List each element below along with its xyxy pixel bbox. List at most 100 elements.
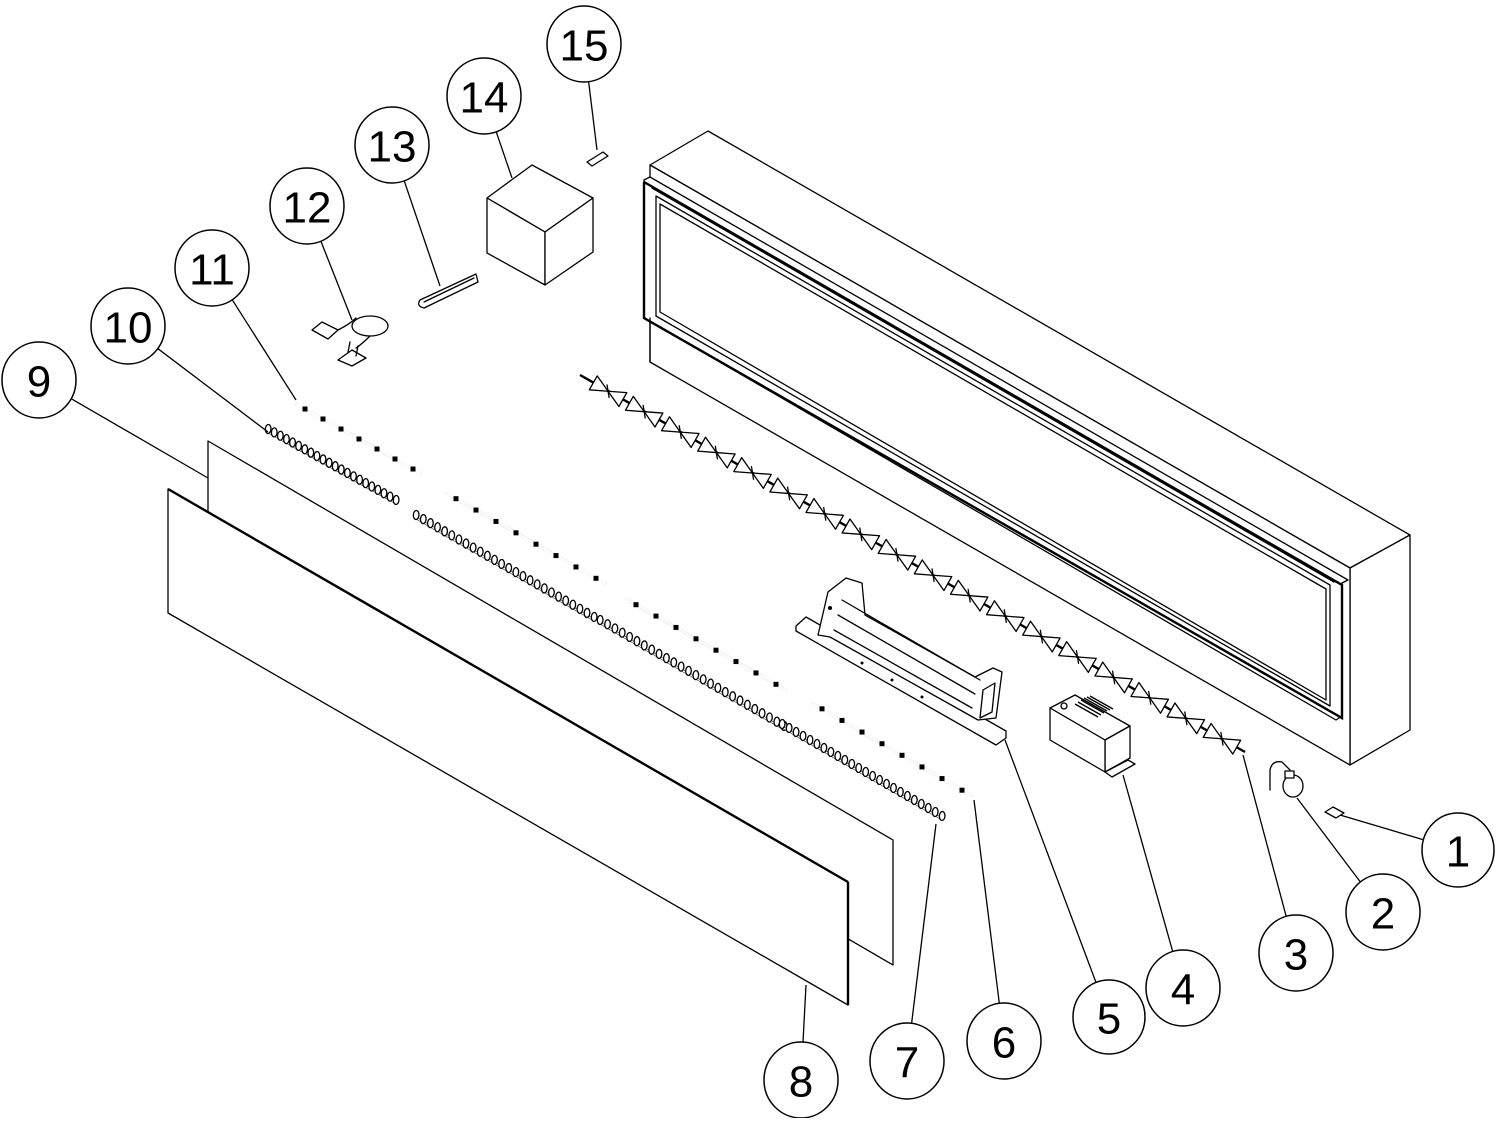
leader-line xyxy=(320,241,353,321)
callout-11: 11 xyxy=(174,229,297,401)
control-box xyxy=(1049,694,1136,778)
led-bulb xyxy=(462,538,470,549)
callout-14: 14 xyxy=(446,57,522,179)
led-chip xyxy=(939,776,945,782)
led-bulb xyxy=(590,611,598,623)
led-bulb xyxy=(869,770,877,782)
led-bulb xyxy=(362,477,370,489)
leader-line xyxy=(157,348,269,433)
led-bulb xyxy=(626,631,634,643)
led-bulb xyxy=(313,450,321,462)
led-bulb xyxy=(319,454,327,465)
callout-circle xyxy=(354,106,430,184)
led-bulb xyxy=(476,546,484,557)
led-chip xyxy=(573,564,579,570)
led-bulb xyxy=(855,762,863,774)
led-bulb xyxy=(813,738,821,750)
callout-circle xyxy=(869,1022,945,1100)
led-bulb xyxy=(890,782,897,794)
led-bulb xyxy=(765,712,773,723)
led-chip xyxy=(453,496,459,502)
callout-circle xyxy=(446,57,522,135)
heater-screw xyxy=(890,678,894,682)
callout-2: 2 xyxy=(1296,797,1421,951)
rod-fin xyxy=(769,477,808,510)
fireplace-housing xyxy=(642,130,1411,766)
led-bulb xyxy=(505,562,513,574)
led-chip xyxy=(859,729,865,735)
callout-13: 13 xyxy=(354,106,441,287)
callout-3: 3 xyxy=(1242,754,1334,992)
callout-9: 9 xyxy=(1,341,209,479)
led-bulb xyxy=(519,571,527,582)
callout-number: 5 xyxy=(1097,995,1121,1044)
rod-fin xyxy=(588,375,628,408)
led-chip xyxy=(819,706,825,712)
rod-fin xyxy=(1022,620,1061,653)
rod-fin xyxy=(697,436,736,469)
leader-line xyxy=(802,984,807,1043)
led-bulb xyxy=(917,798,925,810)
power-plug xyxy=(337,349,367,367)
frame-top-inner xyxy=(651,187,1335,583)
rod-fin xyxy=(1166,702,1206,735)
callout-6: 6 xyxy=(966,799,1042,1080)
viewing-window xyxy=(659,203,1327,701)
callout-12: 12 xyxy=(269,167,353,321)
led-chip xyxy=(899,752,905,758)
led-chip xyxy=(320,416,326,422)
led-bulb xyxy=(938,810,946,822)
led-strip-front-2 xyxy=(445,491,607,586)
led-bulb xyxy=(282,434,290,445)
callout-circle xyxy=(1072,979,1146,1055)
led-bulb xyxy=(331,461,339,472)
rod-fin xyxy=(805,497,845,530)
led-bulb xyxy=(714,682,722,693)
led-bulb xyxy=(876,774,884,786)
front-glass-top-edge xyxy=(167,487,849,884)
led-bulb xyxy=(540,583,548,594)
led-bulb xyxy=(583,607,591,619)
callout-number: 6 xyxy=(992,1019,1016,1068)
led-bulb xyxy=(264,423,272,435)
led-bulb xyxy=(729,691,737,702)
callout-number: 1 xyxy=(1446,828,1470,877)
led-chip xyxy=(839,717,845,723)
fuse xyxy=(586,151,609,167)
heater-base-plate xyxy=(795,616,1007,746)
led-bulb xyxy=(276,430,284,441)
led-chip xyxy=(673,624,679,630)
led-bulb xyxy=(469,542,477,553)
callout-number: 3 xyxy=(1284,931,1308,980)
rod-fin xyxy=(1130,681,1170,714)
led-bulb xyxy=(555,591,563,602)
led-bulb xyxy=(834,750,842,762)
led-bulb xyxy=(498,558,506,570)
led-bulb xyxy=(721,686,729,698)
led-bulb xyxy=(883,778,890,790)
led-chip xyxy=(633,602,639,608)
led-bulb xyxy=(547,587,555,598)
led-strip-rear-3 xyxy=(778,718,946,822)
led-chip xyxy=(338,426,344,432)
led-bulb xyxy=(827,746,835,758)
led-bulb xyxy=(736,695,744,706)
led-chip xyxy=(410,466,416,472)
heater-screw xyxy=(860,661,864,665)
leader-line xyxy=(495,131,513,179)
led-bulb xyxy=(655,648,663,660)
led-bulb xyxy=(380,488,388,499)
callout-number: 11 xyxy=(189,246,235,295)
callout-circle xyxy=(90,287,166,365)
rod-fin xyxy=(841,518,881,551)
led-bulb xyxy=(325,457,333,468)
led-chip xyxy=(753,670,759,676)
led-bulb xyxy=(512,566,520,578)
led-chip xyxy=(374,446,380,452)
led-chip xyxy=(593,575,599,581)
callout-circle xyxy=(966,1002,1042,1080)
led-bulb xyxy=(604,619,611,630)
leader-line xyxy=(1004,739,1097,983)
led-chip xyxy=(533,541,539,547)
motor-cable xyxy=(1269,761,1291,791)
